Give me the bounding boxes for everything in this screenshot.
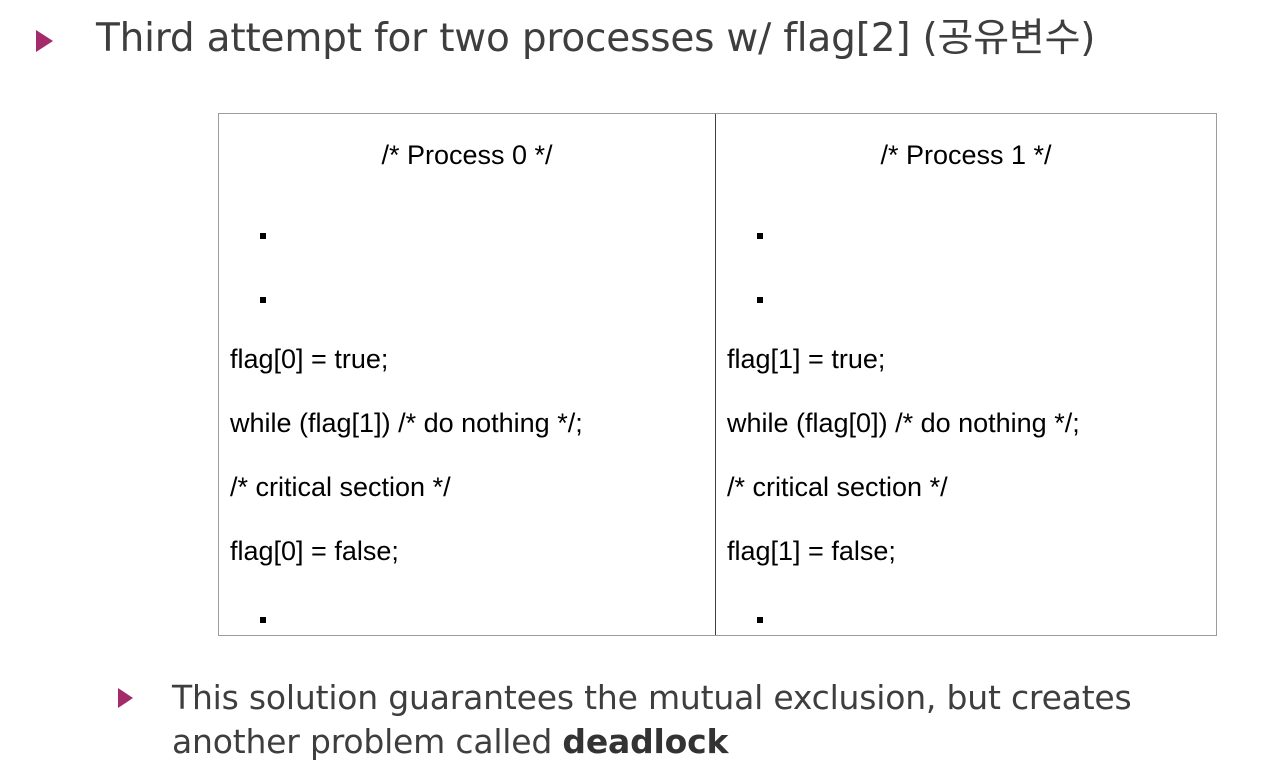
- code-line: while (flag[0]) /* do nothing */;: [727, 408, 1080, 438]
- page-title: Third attempt for two processes w/ flag[…: [96, 16, 1096, 61]
- process-0-code-lines: flag[0] = true; while (flag[1]) /* do no…: [219, 199, 715, 647]
- code-line-dot: [727, 583, 1216, 647]
- dot-marker-icon: [260, 233, 266, 239]
- triangle-bullet-icon: [36, 30, 53, 52]
- process-code-table: /* Process 0 */ flag[0] = true; while (f…: [218, 113, 1217, 636]
- conclusion-text: This solution guarantees the mutual excl…: [172, 676, 1252, 764]
- process-1-header: /* Process 1 */: [880, 140, 1052, 170]
- dot-marker-icon: [757, 233, 763, 239]
- process-0-column: /* Process 0 */ flag[0] = true; while (f…: [219, 114, 716, 635]
- code-line: flag[1] = false;: [727, 536, 896, 566]
- code-line-dot: [230, 263, 715, 327]
- code-line: /* critical section */: [230, 472, 451, 502]
- process-1-code-lines: flag[1] = true; while (flag[0]) /* do no…: [716, 199, 1216, 647]
- code-line-dot: [230, 199, 715, 263]
- conclusion-bullet-row: This solution guarantees the mutual excl…: [118, 676, 1268, 764]
- dot-marker-icon: [260, 617, 266, 623]
- code-line: while (flag[1]) /* do nothing */;: [230, 408, 583, 438]
- process-1-column: /* Process 1 */ flag[1] = true; while (f…: [716, 114, 1216, 635]
- code-line-dot: [230, 583, 715, 647]
- dot-marker-icon: [260, 297, 266, 303]
- code-line: flag[0] = false;: [230, 536, 399, 566]
- slide-title-bullet-row: Third attempt for two processes w/ flag[…: [36, 16, 1246, 62]
- conclusion-text-lead: This solution guarantees the mutual excl…: [172, 678, 1132, 761]
- dot-marker-icon: [757, 297, 763, 303]
- code-line-dot: [727, 263, 1216, 327]
- code-line-dot: [727, 199, 1216, 263]
- process-0-header: /* Process 0 */: [381, 140, 553, 170]
- triangle-bullet-icon: [118, 688, 133, 708]
- code-line: /* critical section */: [727, 472, 948, 502]
- dot-marker-icon: [757, 617, 763, 623]
- conclusion-emphasis: deadlock: [562, 722, 729, 761]
- code-line: flag[0] = true;: [230, 344, 389, 374]
- code-line: flag[1] = true;: [727, 344, 886, 374]
